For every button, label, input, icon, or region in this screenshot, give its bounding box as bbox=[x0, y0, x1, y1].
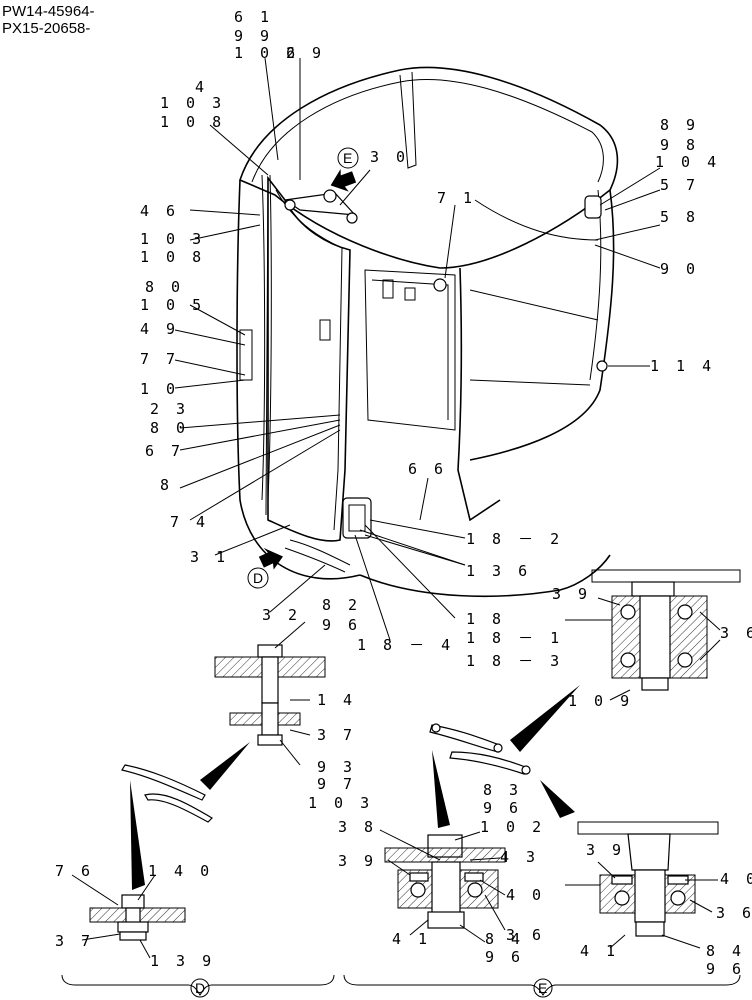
label-103-c: 1 0 3 bbox=[308, 794, 373, 812]
label-76: 7 6 bbox=[55, 862, 94, 880]
label-57: 5 7 bbox=[660, 176, 699, 194]
label-96-c: 9 6 bbox=[485, 948, 524, 966]
svg-text:D: D bbox=[253, 570, 263, 586]
label-108-a: 1 0 8 bbox=[160, 113, 225, 131]
label-67: 6 7 bbox=[145, 442, 184, 460]
view-d-arrow: D bbox=[247, 547, 283, 589]
label-98: 9 8 bbox=[660, 136, 699, 154]
label-96-a: 9 6 bbox=[322, 616, 361, 634]
label-23: 2 3 bbox=[150, 400, 189, 418]
label-41-b: 4 1 bbox=[580, 942, 619, 960]
label-80-b: 8 0 bbox=[150, 419, 189, 437]
label-49: 4 9 bbox=[140, 320, 179, 338]
part-number-labels: 6 1 9 9 1 0 6 2 9 4 1 0 3 1 0 8 4 6 1 0 … bbox=[55, 8, 752, 978]
view-label-d: D bbox=[195, 980, 205, 996]
label-136: 1 3 6 bbox=[466, 562, 531, 580]
label-18-3: 1 8 － 3 bbox=[466, 652, 563, 670]
label-96-b: 9 6 bbox=[483, 799, 522, 817]
label-38: 3 8 bbox=[338, 818, 377, 836]
label-97: 9 7 bbox=[317, 775, 356, 793]
label-39-c: 3 9 bbox=[586, 841, 625, 859]
label-4: 4 bbox=[195, 78, 208, 96]
label-140: 1 4 0 bbox=[148, 862, 213, 880]
detail-pin-140 bbox=[71, 874, 186, 959]
label-61: 6 1 bbox=[234, 8, 273, 26]
view-wedge-d1 bbox=[200, 742, 250, 790]
label-43: 4 3 bbox=[500, 848, 539, 866]
detail-bearing-109 bbox=[565, 569, 741, 701]
label-10: 1 0 bbox=[140, 380, 179, 398]
label-18: 1 8 bbox=[466, 610, 505, 628]
label-8: 8 bbox=[160, 476, 173, 494]
label-105: 1 0 5 bbox=[140, 296, 205, 314]
label-83: 8 3 bbox=[483, 781, 522, 799]
label-31: 3 1 bbox=[190, 548, 229, 566]
label-66: 6 6 bbox=[408, 460, 447, 478]
label-46: 4 6 bbox=[140, 202, 179, 220]
view-wedge-e2 bbox=[432, 750, 450, 828]
serial-range-2: PX15-20658- bbox=[2, 20, 90, 37]
label-96-d: 9 6 bbox=[706, 960, 745, 978]
label-108-b: 1 0 8 bbox=[140, 248, 205, 266]
leader-lines bbox=[174, 57, 661, 641]
label-29: 2 9 bbox=[286, 44, 325, 62]
label-40-b: 4 0 bbox=[720, 870, 752, 888]
label-40-a: 4 0 bbox=[506, 886, 545, 904]
label-102: 1 0 2 bbox=[480, 818, 545, 836]
detail-bearing-right bbox=[565, 821, 719, 949]
label-114: 1 1 4 bbox=[650, 357, 715, 375]
label-36-a: 3 6 bbox=[720, 624, 752, 642]
label-89: 8 9 bbox=[660, 116, 699, 134]
label-106: 1 0 6 bbox=[234, 44, 299, 62]
view-brackets: D E bbox=[61, 974, 741, 998]
label-99: 9 9 bbox=[234, 27, 273, 45]
label-82: 8 2 bbox=[322, 596, 361, 614]
label-104: 1 0 4 bbox=[655, 153, 720, 171]
label-84-b: 8 4 bbox=[706, 942, 745, 960]
label-14: 1 4 bbox=[317, 691, 356, 709]
label-139: 1 3 9 bbox=[150, 952, 215, 970]
view-e-arrow: E bbox=[330, 147, 359, 192]
label-18-2: 1 8 － 2 bbox=[466, 530, 563, 548]
svg-text:E: E bbox=[343, 150, 352, 166]
label-36-b: 3 6 bbox=[506, 926, 545, 944]
view-wedge-e1 bbox=[510, 685, 580, 752]
label-41-a: 4 1 bbox=[392, 930, 431, 948]
label-58: 5 8 bbox=[660, 208, 699, 226]
label-103-a: 1 0 3 bbox=[160, 94, 225, 112]
label-84-a: 8 4 bbox=[485, 930, 524, 948]
label-32: 3 2 bbox=[262, 606, 301, 624]
label-90: 9 0 bbox=[660, 260, 699, 278]
label-71: 7 1 bbox=[437, 189, 476, 207]
label-74: 7 4 bbox=[170, 513, 209, 531]
label-103-b: 1 0 3 bbox=[140, 230, 205, 248]
view-wedge-d2 bbox=[130, 780, 145, 890]
label-37-b: 3 7 bbox=[55, 932, 94, 950]
detail-bearing-102 bbox=[379, 829, 506, 943]
label-93: 9 3 bbox=[317, 758, 356, 776]
detail-d-links bbox=[121, 764, 213, 823]
view-label-e: E bbox=[538, 980, 547, 996]
detail-bolt-14 bbox=[214, 621, 326, 766]
label-80-a: 8 0 bbox=[145, 278, 184, 296]
label-18-1: 1 8 － 1 bbox=[466, 629, 563, 647]
label-30: 3 0 bbox=[370, 148, 409, 166]
label-77: 7 7 bbox=[140, 350, 179, 368]
label-39-b: 3 9 bbox=[338, 852, 377, 870]
label-39-a: 3 9 bbox=[552, 585, 591, 603]
label-36-c: 3 6 bbox=[716, 904, 752, 922]
label-109: 1 0 9 bbox=[568, 692, 633, 710]
label-37-a: 3 7 bbox=[317, 726, 356, 744]
cab-assembly bbox=[236, 66, 619, 598]
label-18-4: 1 8 － 4 bbox=[357, 636, 454, 654]
serial-range-1: PW14-45964- bbox=[2, 3, 95, 20]
view-wedge-e3 bbox=[540, 780, 575, 818]
detail-e-links bbox=[429, 723, 531, 775]
